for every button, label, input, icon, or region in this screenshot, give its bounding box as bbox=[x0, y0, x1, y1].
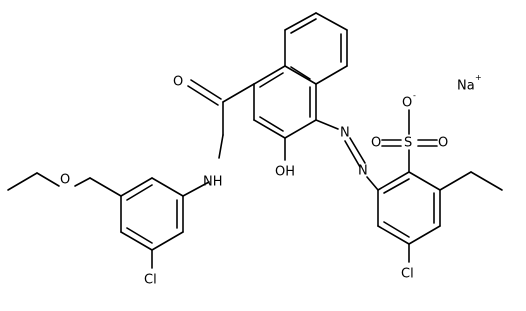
naphthalene-lower-ring bbox=[253, 65, 317, 139]
sulfonated-ring bbox=[377, 171, 441, 245]
sulfonate-oxygen-label: O bbox=[402, 96, 412, 111]
chloro-right-label: Cl bbox=[401, 267, 414, 282]
hydroxyl-label: OH bbox=[275, 165, 295, 180]
ethyl-group bbox=[439, 171, 503, 191]
sulfonyl-oxygen-right-label: O bbox=[438, 136, 448, 151]
amide-nh-label: NH bbox=[203, 175, 223, 190]
azo-n1-label: N bbox=[340, 126, 350, 141]
sodium-label: Na bbox=[457, 79, 475, 94]
chlorophenyl-ring bbox=[120, 177, 184, 251]
sodium-charge: + bbox=[475, 73, 482, 82]
azo-bridge bbox=[315, 119, 379, 191]
ethoxy-group bbox=[7, 172, 122, 197]
sulfur-label: S bbox=[404, 136, 412, 151]
chloro-left-label: Cl bbox=[144, 273, 157, 288]
sulfonate-charge: - bbox=[413, 91, 416, 100]
azo-n2-label: N bbox=[358, 164, 368, 179]
sulfonate-group bbox=[381, 109, 438, 173]
ether-oxygen-label: O bbox=[60, 173, 70, 188]
naphthalene-upper-ring bbox=[284, 12, 348, 85]
carbonyl-oxygen-label: O bbox=[173, 75, 183, 90]
sulfonyl-oxygen-left-label: O bbox=[371, 136, 381, 151]
carboxamide-group bbox=[182, 79, 255, 197]
